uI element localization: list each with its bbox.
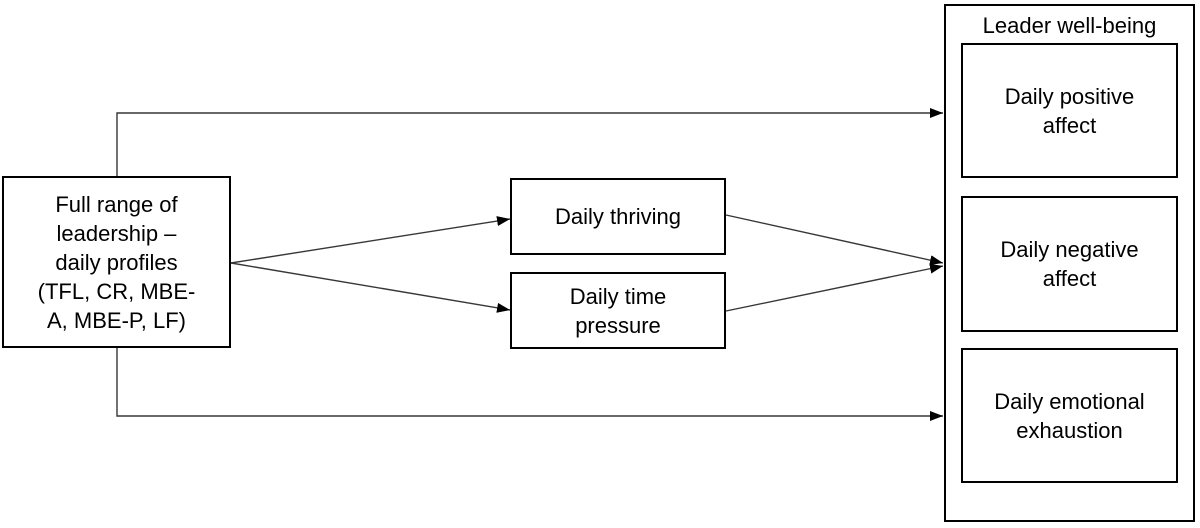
daily-time-pressure-node: Daily time pressure xyxy=(510,272,726,349)
daily-positive-affect-label: Daily positive affect xyxy=(1004,83,1135,138)
arrow-leadership-to-thriving xyxy=(230,216,511,264)
leader-wellbeing-group: Leader well-being Daily positive affect … xyxy=(944,4,1195,522)
arrow-leadership-to-time-pressure xyxy=(230,262,511,313)
leader-wellbeing-title: Leader well-being xyxy=(982,13,1157,38)
daily-thriving-label: Daily thriving xyxy=(555,204,681,229)
arrow-thriving-to-wellbeing xyxy=(725,214,944,266)
daily-negative-affect-label: Daily negative affect xyxy=(1000,237,1139,291)
daily-time-pressure-label: Daily time pressure xyxy=(569,283,667,338)
arrow-leadership-to-positive-affect xyxy=(116,108,943,176)
leadership-profiles-label: Full range of leadership – daily profile… xyxy=(37,191,196,333)
leadership-profiles-node: Full range of leadership – daily profile… xyxy=(2,176,231,348)
daily-thriving-node: Daily thriving xyxy=(510,178,726,255)
arrow-time-pressure-to-wellbeing xyxy=(725,263,944,312)
daily-negative-affect-node: Daily negative affect xyxy=(961,196,1178,332)
daily-emotional-exhaustion-label: Daily emotional exhaustion xyxy=(994,388,1145,443)
daily-emotional-exhaustion-node: Daily emotional exhaustion xyxy=(961,348,1178,483)
arrow-leadership-to-emotional-exhaustion xyxy=(116,348,943,421)
daily-positive-affect-node: Daily positive affect xyxy=(961,43,1178,178)
